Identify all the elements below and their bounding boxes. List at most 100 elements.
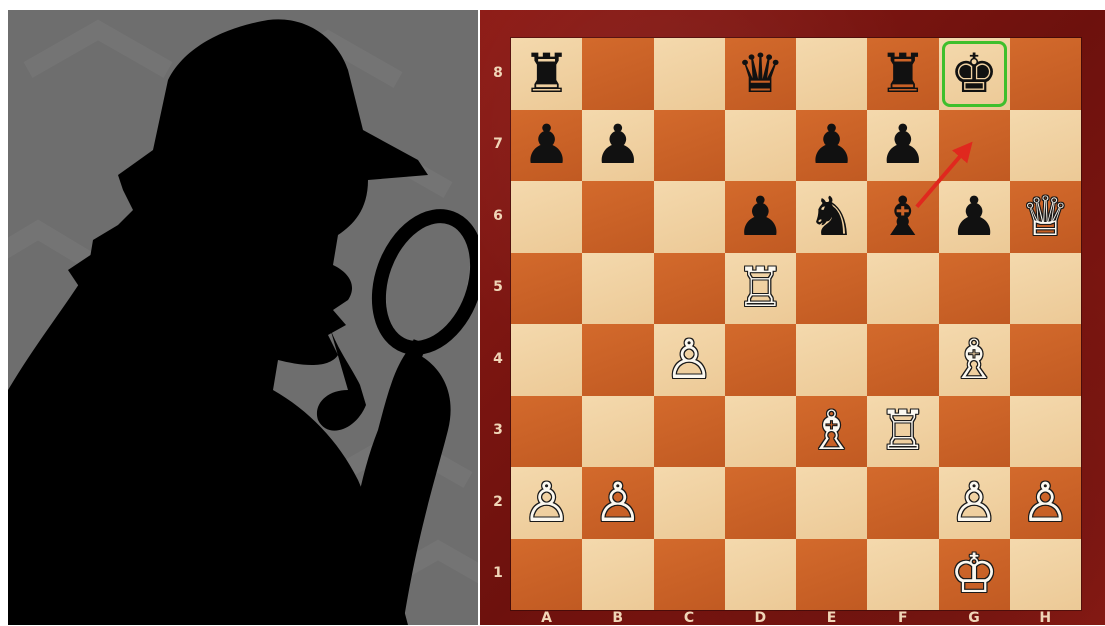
- black-rook-icon[interactable]: ♜: [879, 47, 927, 101]
- rank-label-7: 7: [490, 136, 506, 152]
- square-f7[interactable]: ♟: [867, 110, 938, 182]
- square-f6[interactable]: ♝: [867, 181, 938, 253]
- file-label-g: G: [939, 610, 1010, 626]
- white-pawn-icon[interactable]: ♙: [950, 476, 998, 530]
- square-g5[interactable]: [939, 253, 1010, 325]
- square-f5[interactable]: [867, 253, 938, 325]
- black-queen-icon[interactable]: ♛: [736, 47, 784, 101]
- square-b1[interactable]: [582, 539, 653, 611]
- square-a3[interactable]: [511, 396, 582, 468]
- black-pawn-icon[interactable]: ♟: [807, 118, 855, 172]
- square-d8[interactable]: ♛: [725, 38, 796, 110]
- square-c7[interactable]: [654, 110, 725, 182]
- white-rook-icon[interactable]: ♖: [736, 261, 784, 315]
- square-a1[interactable]: [511, 539, 582, 611]
- black-pawn-icon[interactable]: ♟: [594, 118, 642, 172]
- square-f8[interactable]: ♜: [867, 38, 938, 110]
- black-rook-icon[interactable]: ♜: [522, 47, 570, 101]
- square-e3[interactable]: ♗: [796, 396, 867, 468]
- square-g8[interactable]: ♚: [939, 38, 1010, 110]
- square-c6[interactable]: [654, 181, 725, 253]
- square-d6[interactable]: ♟: [725, 181, 796, 253]
- black-bishop-icon[interactable]: ♝: [879, 190, 927, 244]
- rank-label-4: 4: [490, 351, 506, 367]
- white-rook-icon[interactable]: ♖: [879, 404, 927, 458]
- white-king-icon[interactable]: ♔: [950, 547, 998, 601]
- square-e5[interactable]: [796, 253, 867, 325]
- white-bishop-icon[interactable]: ♗: [807, 404, 855, 458]
- square-e7[interactable]: ♟: [796, 110, 867, 182]
- square-e2[interactable]: [796, 467, 867, 539]
- rank-label-6: 6: [490, 208, 506, 224]
- black-pawn-icon[interactable]: ♟: [879, 118, 927, 172]
- square-h8[interactable]: [1010, 38, 1081, 110]
- square-g2[interactable]: ♙: [939, 467, 1010, 539]
- square-a8[interactable]: ♜: [511, 38, 582, 110]
- square-f4[interactable]: [867, 324, 938, 396]
- square-d2[interactable]: [725, 467, 796, 539]
- square-h1[interactable]: [1010, 539, 1081, 611]
- square-h3[interactable]: [1010, 396, 1081, 468]
- square-a5[interactable]: [511, 253, 582, 325]
- black-pawn-icon[interactable]: ♟: [736, 190, 784, 244]
- rank-label-1: 1: [490, 565, 506, 581]
- white-pawn-icon[interactable]: ♙: [594, 476, 642, 530]
- white-bishop-icon[interactable]: ♗: [950, 333, 998, 387]
- square-c8[interactable]: [654, 38, 725, 110]
- white-pawn-icon[interactable]: ♙: [665, 333, 713, 387]
- square-e1[interactable]: [796, 539, 867, 611]
- black-king-icon[interactable]: ♚: [950, 47, 998, 101]
- square-d5[interactable]: ♖: [725, 253, 796, 325]
- file-label-d: D: [725, 610, 796, 626]
- white-pawn-icon[interactable]: ♙: [1021, 476, 1069, 530]
- square-e4[interactable]: [796, 324, 867, 396]
- square-h2[interactable]: ♙: [1010, 467, 1081, 539]
- black-pawn-icon[interactable]: ♟: [522, 118, 570, 172]
- detective-silhouette-icon: [8, 10, 478, 625]
- square-c2[interactable]: [654, 467, 725, 539]
- square-g3[interactable]: [939, 396, 1010, 468]
- square-g4[interactable]: ♗: [939, 324, 1010, 396]
- file-label-f: F: [867, 610, 938, 626]
- square-g7[interactable]: [939, 110, 1010, 182]
- square-c1[interactable]: [654, 539, 725, 611]
- chess-board[interactable]: ♜ ♛ ♜ ♚ ♟ ♟ ♟ ♟ ♟ ♞ ♝ ♟ ♕ ♖ ♙ ♗ ♗ ♖ ♙ ♙ ♙ ♙ ♔: [511, 38, 1081, 610]
- square-h5[interactable]: [1010, 253, 1081, 325]
- square-a7[interactable]: ♟: [511, 110, 582, 182]
- file-label-b: B: [582, 610, 653, 626]
- square-f1[interactable]: [867, 539, 938, 611]
- square-a2[interactable]: ♙: [511, 467, 582, 539]
- square-b6[interactable]: [582, 181, 653, 253]
- square-c5[interactable]: [654, 253, 725, 325]
- square-g6[interactable]: ♟: [939, 181, 1010, 253]
- square-a6[interactable]: [511, 181, 582, 253]
- file-label-h: H: [1010, 610, 1081, 626]
- white-queen-icon[interactable]: ♕: [1021, 190, 1069, 244]
- square-a4[interactable]: [511, 324, 582, 396]
- square-b7[interactable]: ♟: [582, 110, 653, 182]
- square-h6[interactable]: ♕: [1010, 181, 1081, 253]
- square-e8[interactable]: [796, 38, 867, 110]
- square-c4[interactable]: ♙: [654, 324, 725, 396]
- square-d4[interactable]: [725, 324, 796, 396]
- white-pawn-icon[interactable]: ♙: [522, 476, 570, 530]
- square-b5[interactable]: [582, 253, 653, 325]
- square-h4[interactable]: [1010, 324, 1081, 396]
- black-pawn-icon[interactable]: ♟: [950, 190, 998, 244]
- square-g1[interactable]: ♔: [939, 539, 1010, 611]
- square-d1[interactable]: [725, 539, 796, 611]
- square-b3[interactable]: [582, 396, 653, 468]
- square-f2[interactable]: [867, 467, 938, 539]
- file-label-a: A: [511, 610, 582, 626]
- rank-label-2: 2: [490, 494, 506, 510]
- square-b2[interactable]: ♙: [582, 467, 653, 539]
- square-f3[interactable]: ♖: [867, 396, 938, 468]
- square-h7[interactable]: [1010, 110, 1081, 182]
- square-c3[interactable]: [654, 396, 725, 468]
- square-d3[interactable]: [725, 396, 796, 468]
- square-b4[interactable]: [582, 324, 653, 396]
- square-e6[interactable]: ♞: [796, 181, 867, 253]
- black-knight-icon[interactable]: ♞: [807, 190, 855, 244]
- square-b8[interactable]: [582, 38, 653, 110]
- square-d7[interactable]: [725, 110, 796, 182]
